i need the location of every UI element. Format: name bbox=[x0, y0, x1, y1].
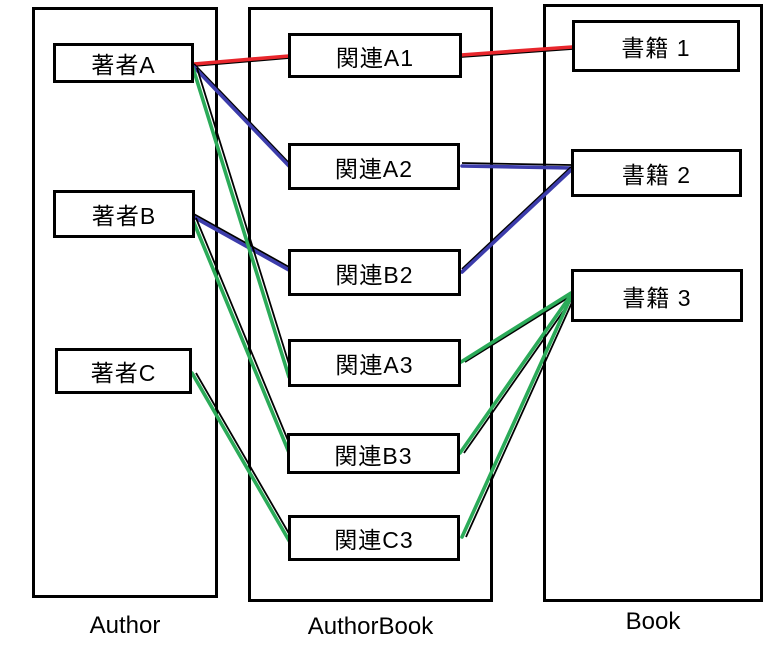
node-relation-a1: 関連A1 bbox=[288, 33, 462, 78]
node-relation-b3-label: 関連B3 bbox=[334, 442, 413, 469]
node-relation-a2-label: 関連A2 bbox=[334, 155, 414, 182]
node-book-3-label: 書籍 3 bbox=[622, 284, 692, 311]
node-author-a-label: 著者A bbox=[91, 52, 156, 78]
node-relation-c3-label: 関連C3 bbox=[334, 527, 414, 553]
node-relation-c3: 関連C3 bbox=[288, 515, 460, 561]
node-book-3: 書籍 3 bbox=[571, 269, 743, 322]
authorbook-column-label: AuthorBook bbox=[307, 613, 434, 640]
author-column-label: Author bbox=[89, 612, 161, 639]
node-book-1: 書籍 1 bbox=[572, 20, 740, 72]
node-author-b: 著者B bbox=[53, 190, 195, 238]
node-author-c-label: 著者C bbox=[90, 360, 157, 386]
node-relation-b2: 関連B2 bbox=[288, 249, 461, 296]
node-relation-b3: 関連B3 bbox=[287, 433, 460, 474]
node-relation-a3-label: 関連A3 bbox=[335, 352, 414, 378]
node-author-c: 著者C bbox=[55, 348, 192, 394]
authorbook-table-container bbox=[248, 7, 493, 602]
node-relation-a2: 関連A2 bbox=[288, 143, 460, 190]
node-relation-a1-label: 関連A1 bbox=[335, 44, 415, 71]
node-book-1-label: 書籍 1 bbox=[621, 35, 691, 61]
node-author-b-label: 著者B bbox=[91, 203, 157, 229]
node-book-2: 書籍 2 bbox=[571, 149, 742, 197]
author-table-container bbox=[32, 7, 218, 598]
node-relation-a3: 関連A3 bbox=[288, 339, 461, 387]
node-book-2-label: 書籍 2 bbox=[621, 162, 692, 188]
book-column-label: Book bbox=[625, 608, 681, 635]
node-relation-b2-label: 関連B2 bbox=[335, 261, 414, 288]
node-author-a: 著者A bbox=[53, 43, 194, 83]
